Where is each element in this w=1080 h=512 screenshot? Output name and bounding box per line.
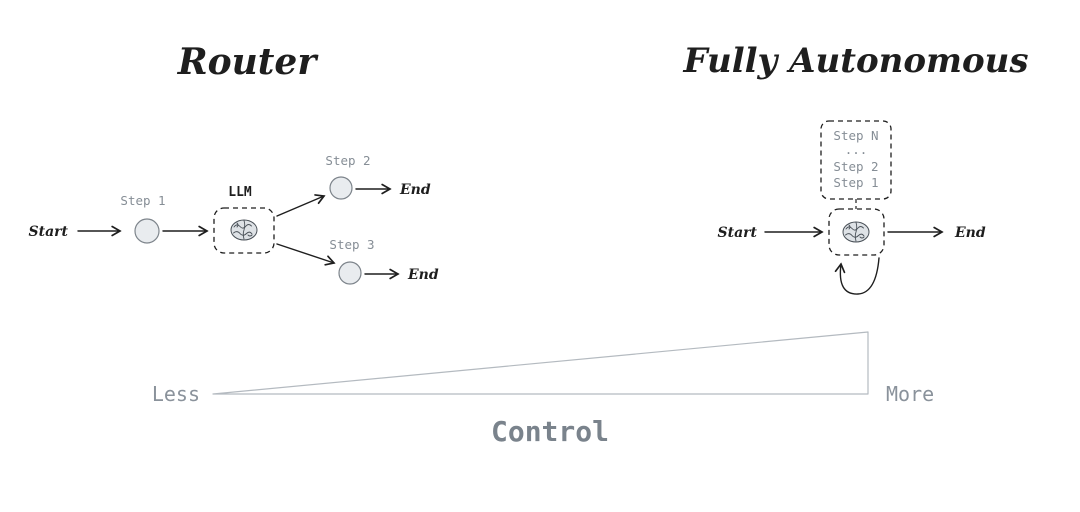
- stack-step-2-label: Step 2: [833, 159, 878, 174]
- control-triangle: [212, 331, 869, 395]
- stack-step-1-label: Step 1: [833, 175, 878, 190]
- router-step2-label: Step 2: [325, 153, 370, 168]
- autonomous-end-label: End: [954, 225, 986, 241]
- stack-step-n-label: Step N: [833, 128, 878, 143]
- step-stack-box: [820, 120, 892, 200]
- less-label: Less: [152, 382, 200, 406]
- self-loop-arrow: [834, 257, 880, 295]
- more-label: More: [886, 382, 934, 406]
- arrow-llm-to-step2: [276, 194, 326, 217]
- router-llm-label: LLM: [228, 185, 252, 200]
- router-diagram: Router Start Step 1 LLM Step 2 End Step …: [29, 41, 439, 285]
- autonomous-start-label: Start: [718, 225, 758, 241]
- control-scale: Less More Control: [152, 331, 934, 448]
- fully-autonomous-diagram: Fully Autonomous Step N ... Step 2 Step …: [682, 41, 1029, 295]
- control-title: Control: [491, 415, 609, 448]
- router-end-top-label: End: [399, 182, 431, 198]
- brain-icon: [842, 221, 870, 243]
- router-end-bottom-label: End: [407, 267, 439, 283]
- step3-node: [338, 261, 362, 285]
- arrow-llm-to-step3: [276, 243, 336, 266]
- step2-node: [329, 176, 353, 200]
- router-title: Router: [177, 41, 320, 83]
- router-step1-label: Step 1: [120, 193, 165, 208]
- autonomous-title: Fully Autonomous: [682, 41, 1028, 81]
- router-step3-label: Step 3: [329, 237, 374, 252]
- router-start-label: Start: [29, 224, 69, 240]
- stack-ellipsis-label: ...: [845, 142, 868, 157]
- brain-icon: [230, 219, 258, 241]
- step1-node: [134, 218, 160, 244]
